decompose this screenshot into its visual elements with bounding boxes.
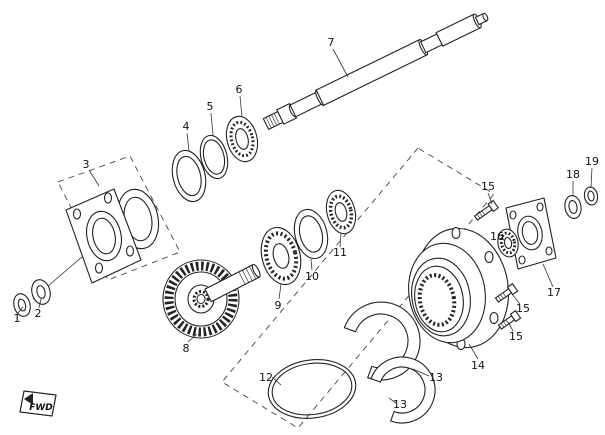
callout-16: 16	[490, 230, 504, 243]
leader-lines	[17, 48, 593, 404]
callout-14: 14	[471, 359, 485, 372]
part-2-washer	[31, 279, 51, 305]
callout-10: 10	[305, 270, 319, 283]
part-15-bolt-b	[494, 282, 519, 303]
dashed-assembly-band	[221, 147, 495, 429]
part-8-bevel-gear	[162, 259, 261, 339]
callout-19: 19	[585, 155, 599, 168]
callout-2: 2	[35, 307, 42, 320]
fwd-arrow-icon	[24, 393, 33, 405]
callout-9: 9	[275, 299, 282, 312]
callout-7: 7	[328, 36, 335, 49]
part-12-shim-ring	[267, 359, 357, 419]
callout-8: 8	[183, 342, 190, 355]
part-19-washer	[583, 186, 599, 206]
callout-11: 11	[333, 246, 347, 259]
callout-13b: 13	[393, 398, 407, 411]
callout-12: 12	[259, 371, 273, 384]
part-4-ring	[171, 149, 207, 203]
part-18-washer	[564, 195, 582, 219]
part-14-case-cover	[408, 226, 510, 351]
part-15-bolt-c	[497, 309, 522, 330]
part-3-bearing-holder	[65, 188, 160, 284]
callout-15a: 15	[481, 180, 495, 193]
part-13-shim-segment-lower	[370, 356, 436, 424]
callout-17: 17	[547, 286, 561, 299]
callout-15b: 15	[516, 302, 530, 315]
part-15-bolt-a	[473, 199, 500, 221]
fwd-label: FWD	[29, 403, 53, 413]
callout-5: 5	[207, 100, 214, 113]
part-10-ring	[293, 208, 329, 260]
fwd-direction-badge: FWD	[19, 390, 57, 417]
callout-15c: 15	[509, 330, 523, 343]
callout-13a: 13	[429, 371, 443, 384]
part-6-bearing	[225, 115, 259, 163]
callout-18: 18	[566, 168, 580, 181]
callout-6: 6	[236, 83, 243, 96]
part-9-bearing	[260, 226, 302, 286]
callout-3: 3	[83, 158, 90, 171]
part-11-bearing	[325, 189, 357, 235]
callout-4: 4	[183, 120, 190, 133]
part-5-ring	[199, 134, 229, 180]
part-1-washer	[13, 293, 31, 317]
callout-1: 1	[14, 312, 21, 325]
part-7-drive-shaft	[262, 12, 489, 131]
part-16-bearing	[497, 228, 519, 258]
